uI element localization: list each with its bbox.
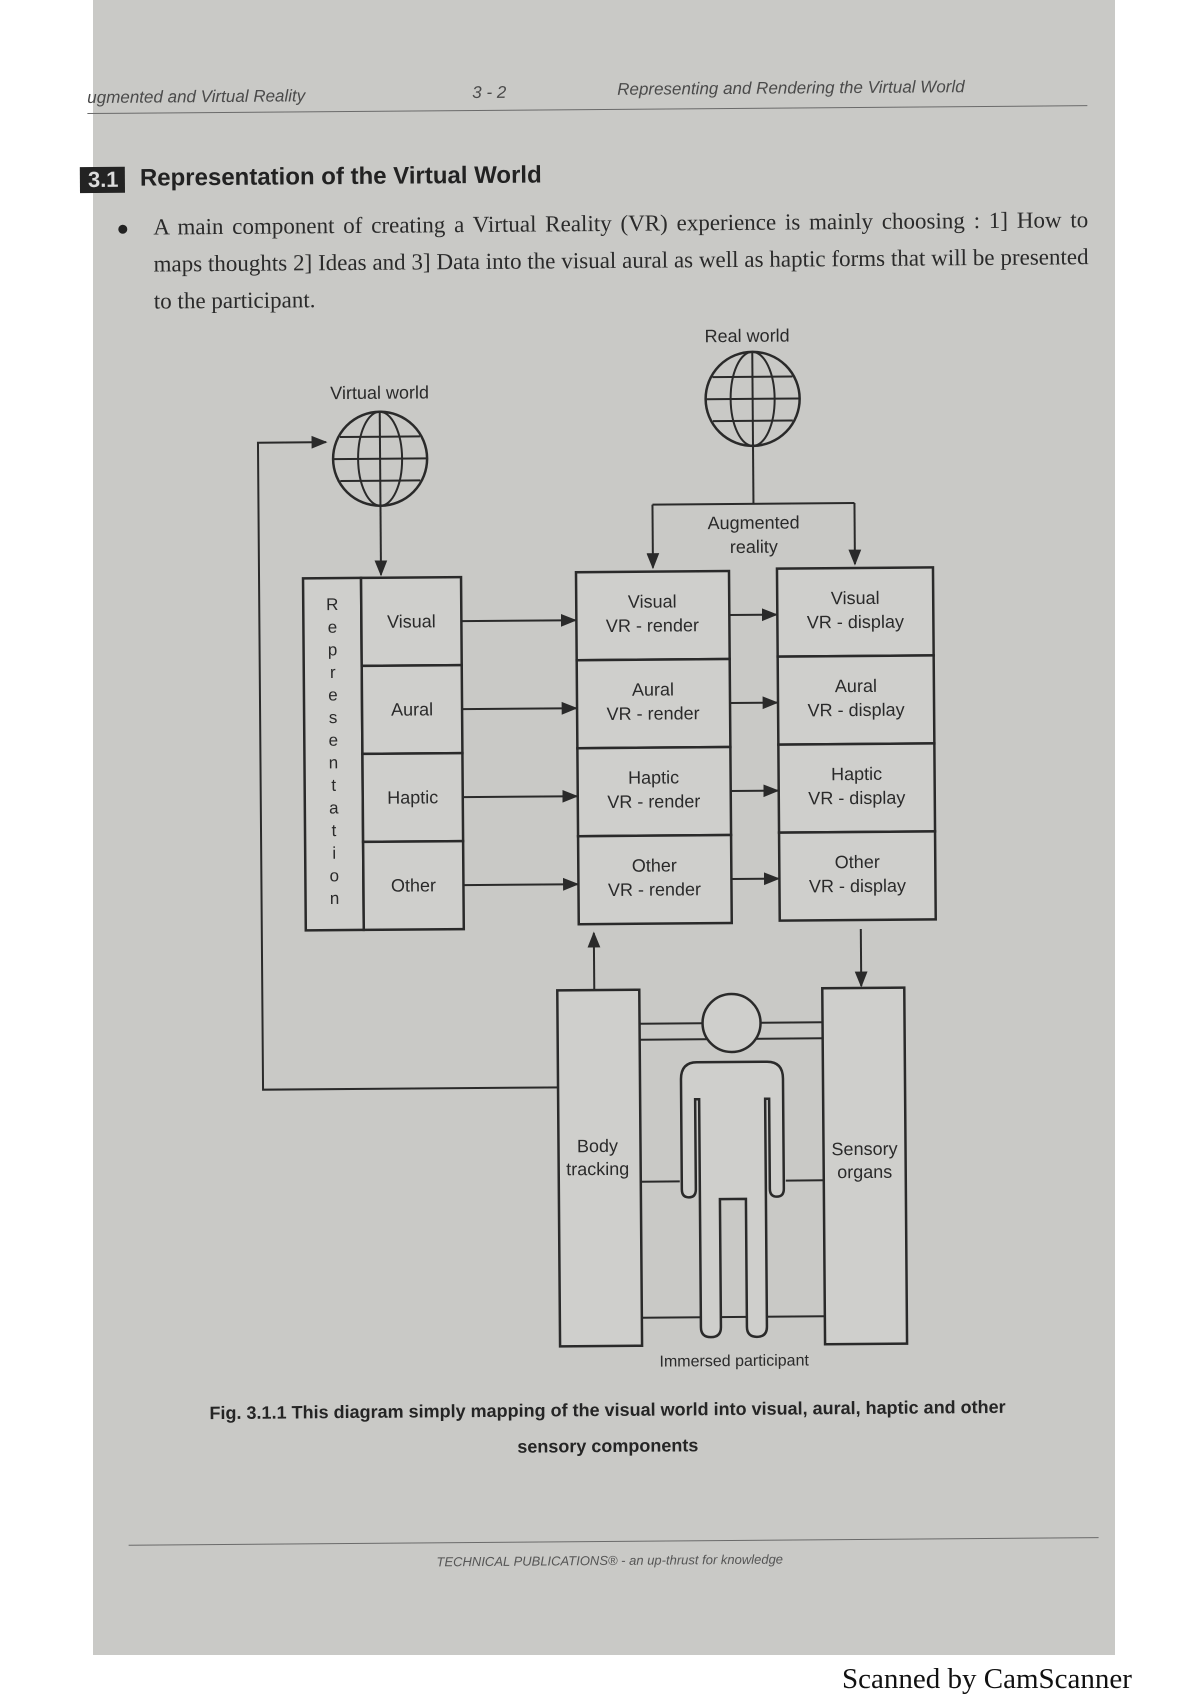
sensory-organs-box [821, 986, 909, 1346]
virtual-world-label: Virtual world [330, 382, 429, 403]
render-modality-visual: Visual [628, 591, 677, 611]
body-tracking-label-1: Body [577, 1136, 618, 1156]
scanner-watermark: Scanned by CamScanner [842, 1663, 1132, 1695]
representation-letter: t [331, 776, 336, 795]
page-content: ugmented and Virtual Reality 3 - 2 Repre… [79, 0, 1122, 1659]
arrow-rep-to-render-aural [462, 701, 578, 715]
figure-caption: Fig. 3.1.1 This diagram simply mapping o… [137, 1388, 1078, 1467]
footer-rule [128, 1537, 1099, 1546]
representation-label-visual: Visual [387, 611, 436, 631]
arrow-rep-to-render-visual [461, 613, 577, 627]
scanned-page: ugmented and Virtual Reality 3 - 2 Repre… [79, 0, 1115, 1655]
representation-letter: n [330, 889, 340, 908]
representation-letter: s [329, 708, 338, 727]
display-suffix-visual: VR - display [807, 612, 904, 633]
publisher-footer: TECHNICAL PUBLICATIONS® - an up-thrust f… [436, 1551, 784, 1570]
render-suffix-aural: VR - render [607, 703, 700, 724]
render-modality-other: Other [632, 855, 677, 875]
arrow-rep-to-render-haptic [462, 789, 579, 803]
display-suffix-aural: VR - display [807, 700, 904, 721]
display-modality-visual: Visual [831, 588, 880, 608]
representation-label-aural: Aural [391, 699, 433, 719]
caption-line-1: Fig. 3.1.1 This diagram simply mapping o… [209, 1396, 1006, 1424]
caption-line-2: sensory components [517, 1435, 699, 1457]
real-world-label: Real world [705, 326, 790, 347]
display-modality-haptic: Haptic [831, 764, 882, 784]
representation-letter: n [329, 753, 339, 772]
render-suffix-haptic: VR - render [607, 791, 700, 812]
representation-letter: p [328, 640, 338, 659]
representation-letter: o [330, 866, 340, 885]
representation-letter: a [329, 798, 339, 817]
display-modality-aural: Aural [835, 676, 877, 696]
display-modality-other: Other [835, 852, 880, 872]
real-world-globe-icon [704, 350, 802, 448]
virtual-world-globe-icon [331, 410, 429, 508]
representation-letter: t [332, 821, 337, 840]
display-suffix-haptic: VR - display [808, 788, 905, 809]
render-suffix-other: VR - render [608, 879, 701, 900]
representation-letter: e [328, 685, 338, 704]
vr-mapping-diagram: Real world Augmented reality Virtual wor… [256, 326, 937, 1371]
sensory-organs-label-1: Sensory [831, 1139, 897, 1160]
representation-letter: R [326, 595, 338, 614]
arrow-rep-to-render-other [463, 877, 580, 891]
representation-letter: e [328, 618, 338, 637]
body-tracking-label-2: tracking [566, 1159, 629, 1179]
representation-label: Representation [326, 595, 340, 908]
augmented-reality-label-2: reality [730, 537, 778, 557]
representation-letter: e [328, 731, 338, 750]
render-modality-aural: Aural [632, 679, 674, 699]
representation-label-other: Other [391, 875, 436, 895]
representation-letter: i [332, 844, 336, 863]
participant-figure-icon [679, 992, 786, 1339]
augmented-reality-label-1: Augmented [707, 512, 799, 533]
body-tracking-box [556, 988, 644, 1348]
representation-letter: r [330, 663, 336, 682]
immersed-participant-label: Immersed participant [659, 1352, 809, 1370]
representation-label-haptic: Haptic [387, 787, 438, 807]
render-suffix-visual: VR - render [606, 615, 699, 636]
sensory-organs-label-2: organs [837, 1162, 892, 1182]
render-modality-haptic: Haptic [628, 767, 679, 787]
display-suffix-other: VR - display [809, 876, 906, 897]
